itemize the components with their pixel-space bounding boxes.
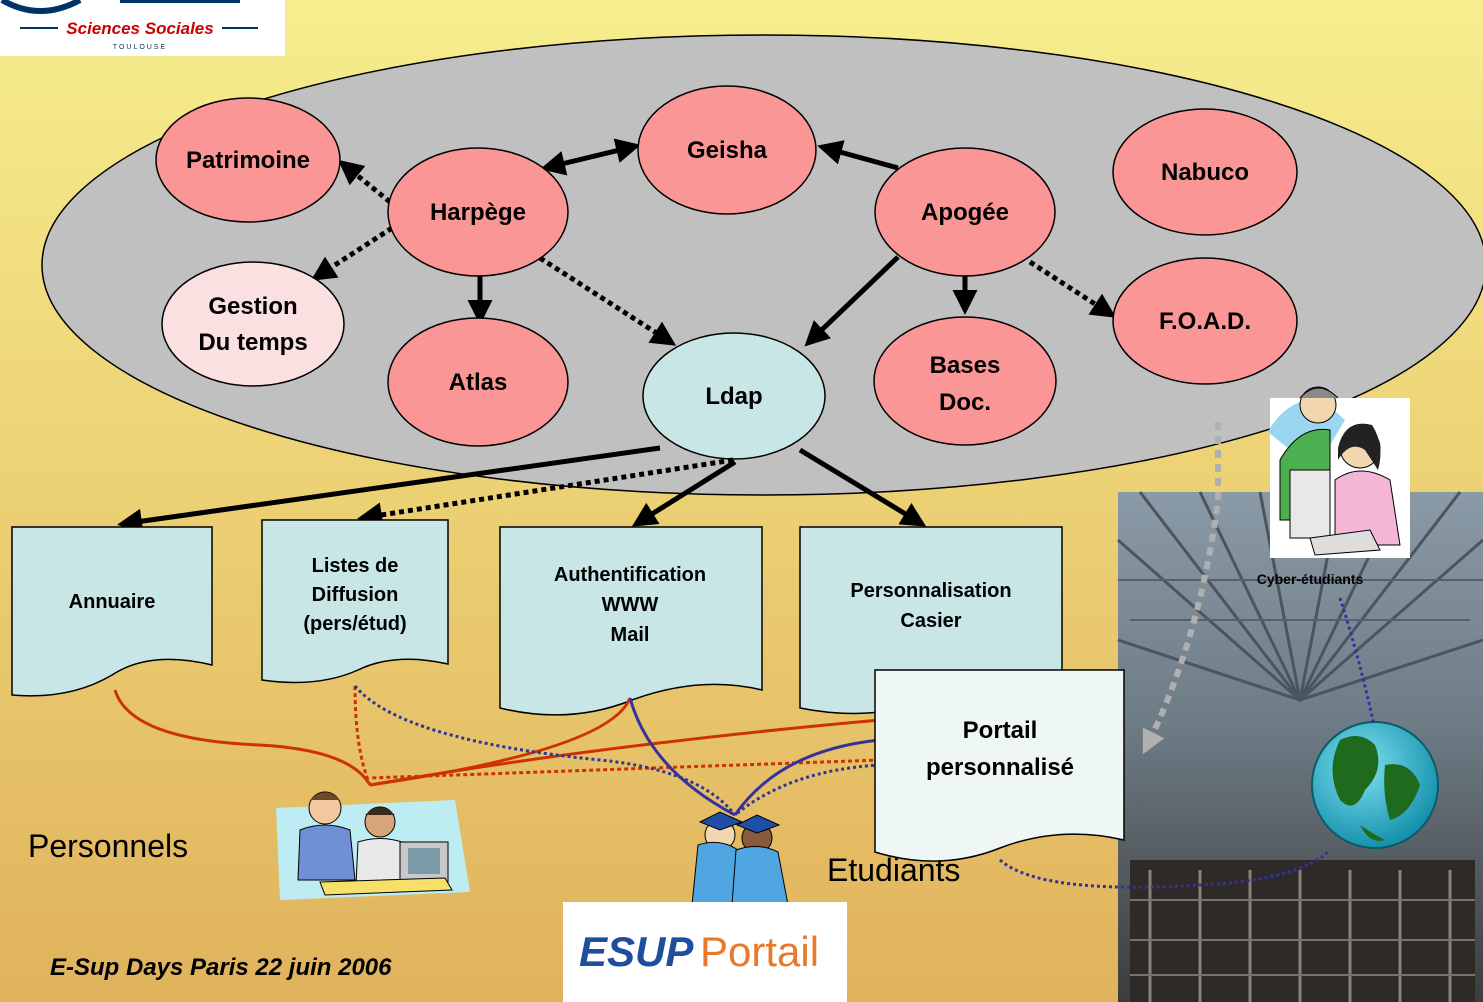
cyber-students-illustration: Cyber-étudiants bbox=[1257, 386, 1410, 587]
node-bases-line1: Bases bbox=[930, 352, 1001, 379]
service-annuaire: Annuaire bbox=[11, 526, 213, 697]
node-harpege-label: Harpège bbox=[430, 199, 526, 226]
node-bases-line2: Doc. bbox=[939, 389, 991, 416]
logo-city: TOULOUSE bbox=[113, 44, 167, 51]
footer-text: E-Sup Days Paris 22 juin 2006 bbox=[50, 954, 392, 981]
node-gestion-line2: Du temps bbox=[198, 329, 307, 356]
logo-text: Sciences Sociales bbox=[66, 19, 213, 38]
ldap-links bbox=[117, 445, 927, 534]
esup-portail-logo: ESUP Portail bbox=[563, 902, 847, 1002]
service-perso-line1: Personnalisation bbox=[850, 580, 1011, 602]
node-ldap-label: Ldap bbox=[705, 383, 762, 410]
service-annuaire-label: Annuaire bbox=[69, 591, 156, 613]
service-perso-line2: Casier bbox=[900, 610, 961, 632]
node-harpege: Harpège bbox=[387, 147, 569, 277]
node-patrimoine: Patrimoine bbox=[155, 97, 341, 223]
node-foad-label: F.O.A.D. bbox=[1159, 308, 1251, 335]
service-auth-line1: Authentification bbox=[554, 564, 706, 586]
node-patrimoine-label: Patrimoine bbox=[186, 147, 310, 174]
node-geisha: Geisha bbox=[637, 85, 817, 215]
logo: Sciences Sociales TOULOUSE bbox=[0, 0, 285, 56]
node-apogee: Apogée bbox=[874, 147, 1056, 277]
node-gestion-du-temps: Gestion Du temps bbox=[161, 261, 345, 387]
service-listes-line1: Listes de bbox=[312, 555, 399, 577]
students-illustration bbox=[691, 811, 789, 906]
portail-line1: Portail bbox=[963, 717, 1038, 744]
service-authentification: Authentification WWW Mail bbox=[499, 526, 763, 716]
service-listes-line2: Diffusion bbox=[312, 584, 399, 606]
node-geisha-label: Geisha bbox=[687, 137, 768, 164]
globe-icon bbox=[1311, 721, 1439, 849]
etudiants-label: Etudiants bbox=[827, 852, 960, 888]
portail-logo-word: Portail bbox=[700, 928, 819, 975]
service-auth-line2: WWW bbox=[602, 594, 659, 616]
node-atlas-label: Atlas bbox=[449, 369, 508, 396]
building-photo bbox=[1117, 491, 1483, 1002]
staff-illustration bbox=[276, 791, 470, 900]
node-ldap: Ldap bbox=[642, 332, 826, 460]
system-links bbox=[310, 138, 1117, 347]
node-gestion-line1: Gestion bbox=[208, 293, 297, 320]
personnels-label: Personnels bbox=[28, 828, 188, 864]
user-links bbox=[113, 422, 1377, 889]
node-atlas: Atlas bbox=[387, 317, 569, 447]
service-listes-line3: (pers/étud) bbox=[303, 613, 406, 635]
service-listes: Listes de Diffusion (pers/étud) bbox=[261, 519, 449, 684]
node-nabuco: Nabuco bbox=[1112, 108, 1298, 236]
service-auth-line3: Mail bbox=[611, 624, 650, 646]
node-nabuco-label: Nabuco bbox=[1161, 159, 1249, 186]
portail-line2: personnalisé bbox=[926, 754, 1074, 781]
node-apogee-label: Apogée bbox=[921, 199, 1009, 226]
service-personnalisation: Personnalisation Casier bbox=[799, 526, 1063, 715]
portail-personnalise-card[interactable]: Portail personnalisé bbox=[874, 669, 1125, 862]
esup-logo-word: ESUP bbox=[579, 928, 694, 975]
cyber-students-label: Cyber-étudiants bbox=[1257, 571, 1364, 587]
node-bases-doc: Bases Doc. bbox=[873, 316, 1057, 446]
node-foad: F.O.A.D. bbox=[1112, 257, 1298, 385]
